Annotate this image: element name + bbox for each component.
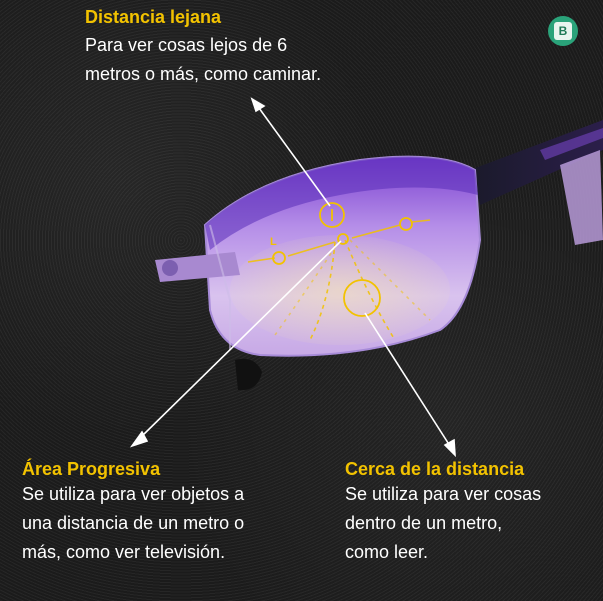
brand-logo: B [548,16,578,46]
nose-pad [235,358,262,391]
shield-logo-icon: B [554,22,572,40]
hinge [560,150,603,245]
near-distance-line-2: dentro de un metro, [345,513,503,533]
progressive-area-line-3: más, como ver televisión. [22,542,226,562]
right-zone-marker [399,217,413,231]
progressive-area-line-2: una distancia de un metro o [22,513,245,533]
far-distance-line-2: metros o más, como caminar. [85,64,322,84]
near-distance-title: Cerca de la distancia [345,459,525,479]
far-arrow [258,107,331,207]
near-arrow [364,312,451,447]
near-zone-marker [343,279,381,317]
progressive-zone-marker [337,233,349,245]
near-distance-line-3: como leer. [345,542,429,562]
progressive-area-line-1: Se utiliza para ver objetos a [22,484,245,504]
far-zone-marker [319,202,345,228]
lens-marker-label: L [270,236,277,248]
progressive-area-title: Área Progresiva [22,459,161,479]
progressive-arrow [139,240,342,439]
left-zone-marker [272,251,286,265]
far-distance-title: Distancia lejana [85,7,222,27]
progressive-guides [247,219,431,341]
progressive-area-callout: Área Progresiva Se utiliza para ver obje… [22,458,322,567]
far-distance-line-1: Para ver cosas lejos de 6 [85,35,288,55]
near-distance-line-1: Se utiliza para ver cosas [345,484,542,504]
near-distance-callout: Cerca de la distancia Se utiliza para ve… [345,458,595,567]
far-distance-callout: Distancia lejana Para ver cosas lejos de… [85,6,385,89]
